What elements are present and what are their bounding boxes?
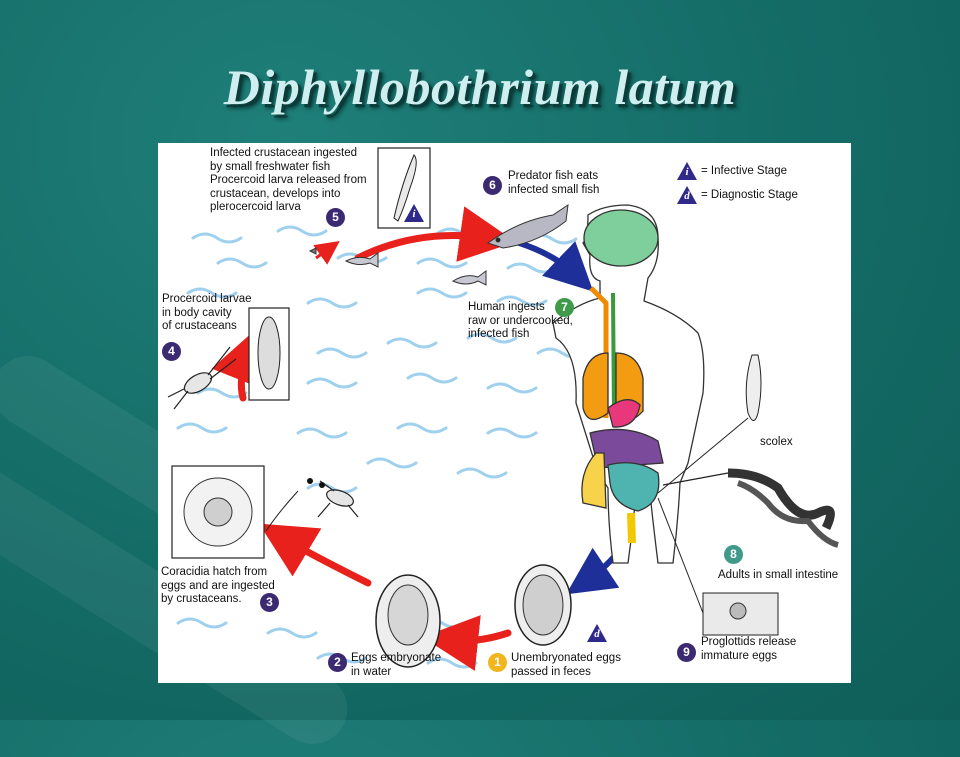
diagnostic-stage-icon: d <box>676 185 698 205</box>
stage-4-badge: 4 <box>162 342 181 361</box>
stage-1-badge: 1 <box>488 653 507 672</box>
diagram-artwork <box>167 147 839 671</box>
embryonated-egg <box>375 574 441 668</box>
plerocercoid-infective-icon: i <box>403 203 425 223</box>
egg-diagnostic-icon: d <box>586 623 608 643</box>
stage-7-badge: 7 <box>555 298 574 317</box>
legend-infective-label: = Infective Stage <box>701 165 787 177</box>
stage-3-badge: 3 <box>260 593 279 612</box>
human-body <box>552 204 705 564</box>
procercoid-box <box>248 307 290 401</box>
stage-8-badge: 8 <box>724 545 743 564</box>
legend-diagnostic-label: = Diagnostic Stage <box>701 189 798 201</box>
predator-fish <box>486 203 569 249</box>
stage-5-badge: 5 <box>326 208 345 227</box>
proglottid-figure <box>657 497 779 636</box>
stage-6-badge: 6 <box>483 176 502 195</box>
slide-title: Diphyllobothrium latum <box>223 59 737 115</box>
crustacean <box>167 346 359 518</box>
scolex-label: scolex <box>760 436 793 448</box>
plerocercoid-box <box>377 147 431 229</box>
adult-tapeworm <box>662 468 839 548</box>
stage-9-badge: 9 <box>677 643 696 662</box>
stage-8-label: Adults in small intestine <box>718 569 839 581</box>
scolex-figure <box>657 354 762 494</box>
unembryonated-egg <box>514 564 572 646</box>
small-fish <box>308 247 487 286</box>
infective-stage-icon: i <box>676 161 698 181</box>
coracidium-box <box>171 465 265 559</box>
cycle-arrows-red <box>211 206 516 671</box>
stage-2-badge: 2 <box>328 653 347 672</box>
life-cycle-diagram: i = Infective Stage d = Diagnostic Stage… <box>158 143 851 683</box>
